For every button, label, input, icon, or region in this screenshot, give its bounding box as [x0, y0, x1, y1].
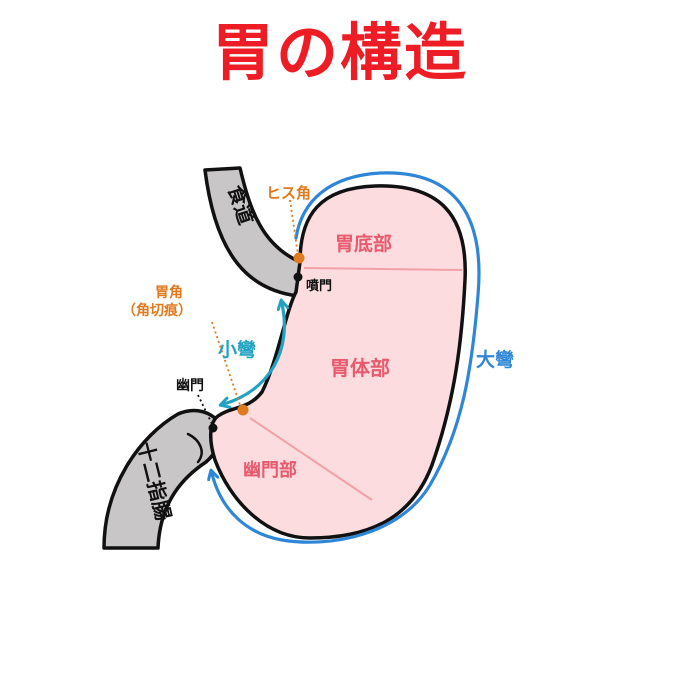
greater-curvature-arrow [212, 171, 481, 544]
lesser-curvature-label: 小彎 [218, 338, 256, 361]
duodenum-tube [102, 408, 223, 550]
pyloric-divider [249, 417, 373, 501]
pyloric-bulb-line [186, 432, 203, 464]
pylorus-label: 幽門 [176, 378, 204, 394]
cardia-dot [293, 272, 303, 282]
gastric-angle-dot [237, 404, 249, 416]
gastric-angle-sublabel: （角切痕） [122, 302, 192, 319]
his-angle-dot [293, 252, 305, 264]
pyloric-region-label: 幽門部 [243, 459, 297, 481]
cardia-label: 噴門 [306, 278, 332, 294]
body-label: 胃体部 [330, 356, 390, 380]
his-angle-pointer [289, 199, 299, 256]
gastric-angle-label: 胃角 [155, 284, 183, 301]
greater-curvature-label: 大彎 [476, 348, 514, 371]
gastric-angle-pointer [211, 321, 241, 406]
pylorus-dot [208, 423, 218, 433]
page-title: 胃の構造 [211, 16, 468, 89]
fundus-divider [303, 267, 463, 271]
his-angle-label: ヒス角 [266, 184, 311, 202]
fundus-label: 胃底部 [335, 232, 392, 255]
pylorus-pointer [197, 394, 213, 425]
